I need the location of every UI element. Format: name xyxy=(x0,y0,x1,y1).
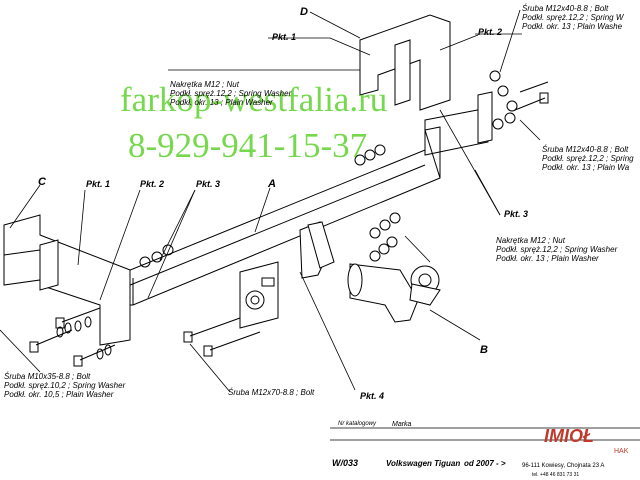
annotation-bolt-left: Śruba M10x35-8.8 ; Bolt Podkł. spręż.10,… xyxy=(4,372,126,399)
annotation-bolt-top-right: Śruba M12x40-8.8 ; Bolt Podkł. spręż.12,… xyxy=(522,4,624,31)
pkt-label-1-left: Pkt. 1 xyxy=(86,179,111,189)
footer-date-value: od 2007 - > xyxy=(464,459,506,468)
annotation-nut-right: Nakrętka M12 ; Nut Podkł. spręż.12,2 ; S… xyxy=(496,236,618,263)
leader-lines xyxy=(0,9,541,393)
part-label-b: B xyxy=(480,344,488,356)
pkt-label-4: Pkt. 4 xyxy=(360,391,385,401)
company-address: 96-111 Kowiesy, Chojnata 23 A xyxy=(522,463,605,469)
left-bracket xyxy=(3,214,131,346)
footer-frame xyxy=(330,427,640,441)
tow-ball xyxy=(347,263,441,323)
watermark-website: farkop-westfalia.ru xyxy=(120,80,388,119)
center-plate xyxy=(239,221,335,329)
bolts-left xyxy=(29,307,116,367)
pkt-label-2-left: Pkt. 2 xyxy=(140,179,165,189)
watermark-phone: 8-929-941-15-37 xyxy=(128,126,368,165)
footer-catalog-value: W/033 xyxy=(332,458,359,468)
company-logo: IMIOŁ xyxy=(544,426,594,446)
annotation-nut-top: Nakrętka M12 ; Nut Podkł. spręż.12,2 ; S… xyxy=(170,80,292,107)
pkt-label-3-left: Pkt. 3 xyxy=(196,179,221,189)
part-label-d: D xyxy=(300,6,308,18)
pkt-label-1-top: Pkt. 1 xyxy=(272,32,297,42)
main-crossbar xyxy=(117,107,489,306)
part-label-a: A xyxy=(268,178,276,190)
pkt-label-2-top: Pkt. 2 xyxy=(478,27,503,37)
footer-brand-label: Marka xyxy=(392,421,412,428)
annotation-bolt-mid-right: Śruba M12x40-8.8 ; Bolt Podkł. spręż.12,… xyxy=(542,145,634,172)
part-label-c: C xyxy=(38,176,46,188)
right-bracket xyxy=(359,14,493,144)
bolts-center xyxy=(183,317,261,357)
annotation-bolt-center: Śruba M12x70-8.8 ; Bolt xyxy=(228,388,315,397)
pkt-label-3-right: Pkt. 3 xyxy=(504,209,529,219)
washers-right xyxy=(139,70,549,268)
company-phone: tel. +48 46 831 73 31 xyxy=(532,472,580,478)
footer-catalog-label: Nr katalogowy xyxy=(338,421,377,427)
company-sub: HAK xyxy=(614,448,629,455)
footer-brand-value: Volkswagen Tiguan xyxy=(386,459,461,468)
